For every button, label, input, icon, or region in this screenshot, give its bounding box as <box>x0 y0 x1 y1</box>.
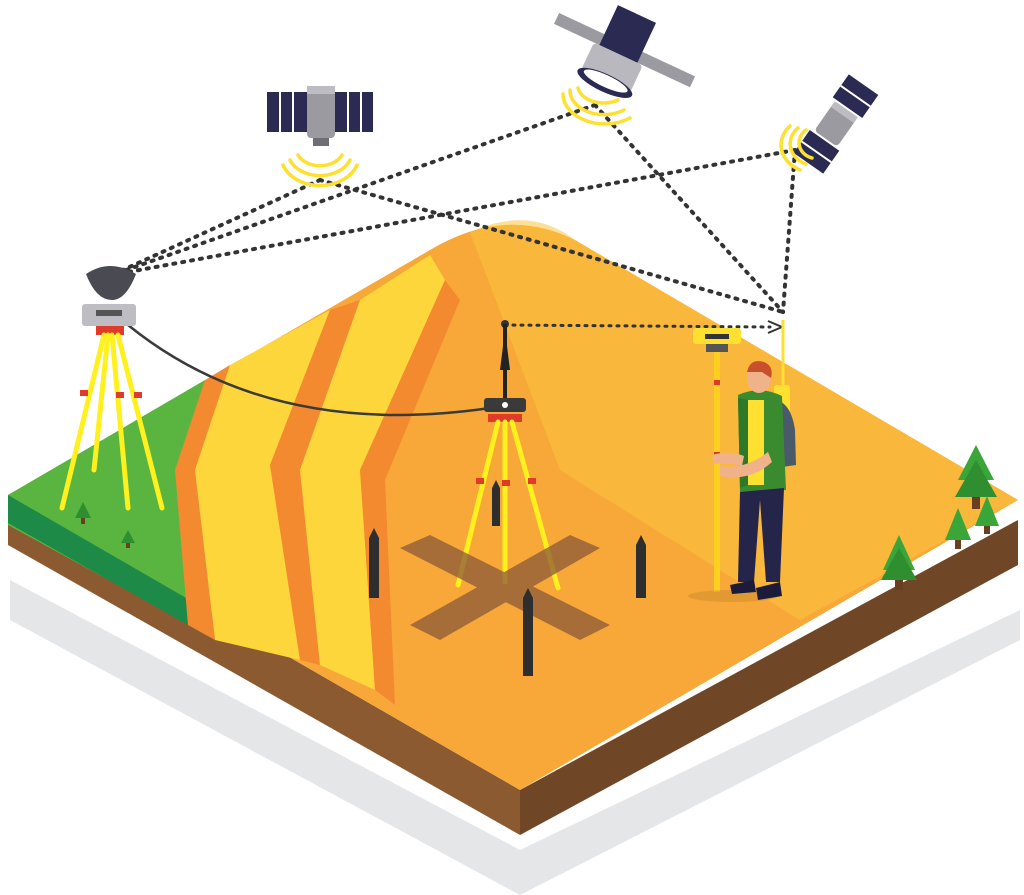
survey-stake <box>492 480 500 526</box>
tree-icon <box>75 502 91 524</box>
satellite-icon <box>554 5 696 98</box>
tree-icon <box>121 530 135 548</box>
cliff-terrace-1 <box>175 365 230 640</box>
survey-cross-marker <box>400 535 610 640</box>
cliff-terrace-2-face <box>300 255 445 690</box>
cliff-terrace-3 <box>360 280 460 705</box>
terrain-side-right <box>520 520 1018 835</box>
radio-cable <box>127 324 491 417</box>
satellite-icon <box>793 74 879 174</box>
signal-lines <box>110 103 797 314</box>
signal-waves-3 <box>779 124 814 172</box>
satellite-icon <box>267 86 373 146</box>
tree-icon <box>955 445 997 509</box>
survey-stakes <box>369 480 646 676</box>
tree-icon <box>975 496 999 534</box>
cliff-terrace-1-face <box>195 310 330 660</box>
tree-icon <box>945 508 971 549</box>
gnss-base-station-icon <box>59 266 165 511</box>
cliff-terrace-2 <box>270 300 360 665</box>
survey-stake <box>523 588 533 676</box>
survey-stake <box>636 535 646 598</box>
tree-icon <box>881 535 917 590</box>
grass-area <box>8 380 205 630</box>
grass-side <box>8 495 200 632</box>
signal-waves-2 <box>561 86 632 126</box>
survey-stake <box>369 528 379 598</box>
gnss-rover-pole-icon <box>688 328 778 602</box>
signal-waves-1 <box>281 153 359 188</box>
surveyor-person-icon <box>712 320 796 600</box>
ground-shadow <box>10 580 1020 895</box>
